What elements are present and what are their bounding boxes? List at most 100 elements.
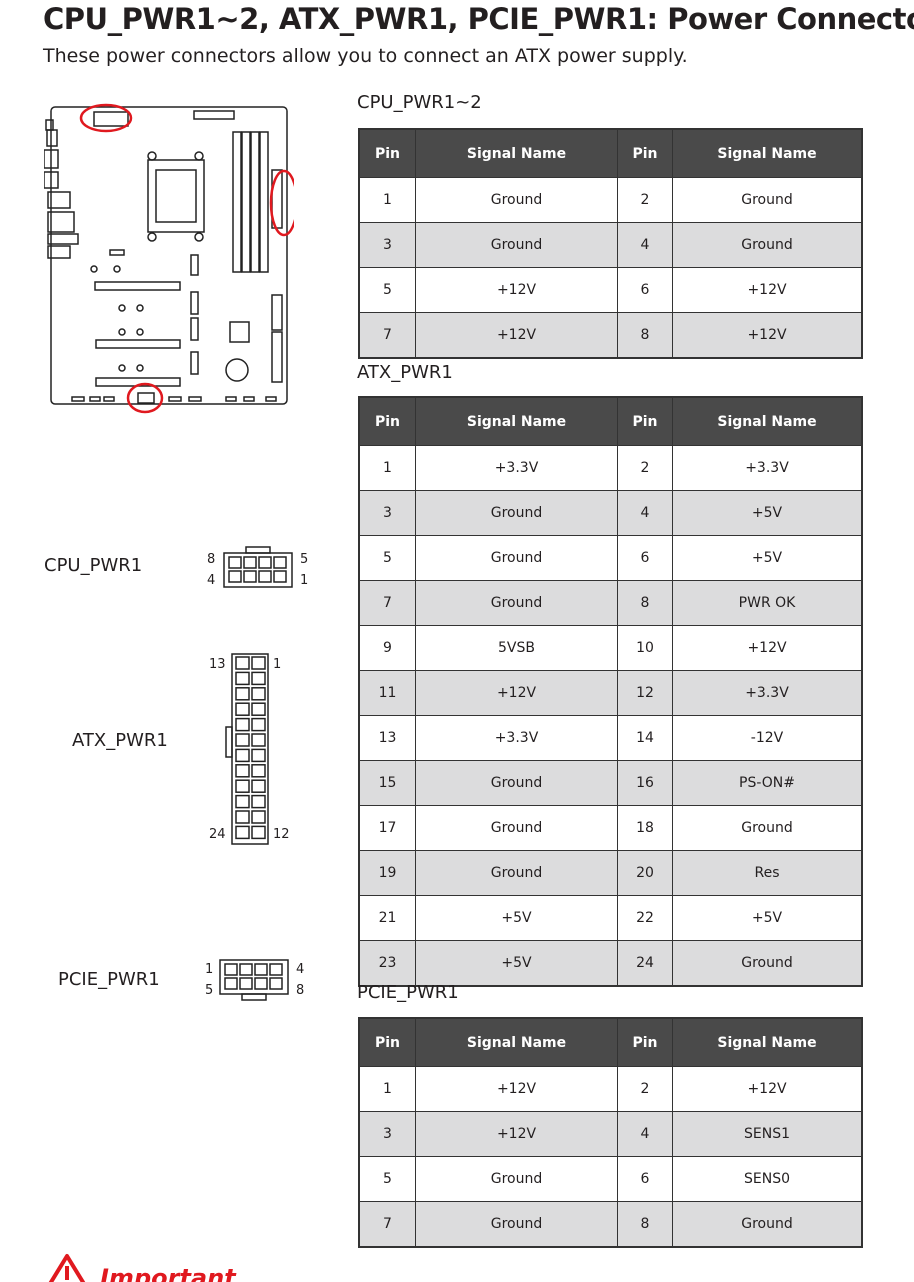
table-cell: +12V (672, 625, 863, 671)
page-title: CPU_PWR1~2, ATX_PWR1, PCIE_PWR1: Power C… (43, 2, 914, 36)
pin-label: 8 (296, 983, 305, 998)
table-cell: +3.3V (415, 715, 618, 761)
column-header: Pin (617, 396, 673, 446)
pcie-pwr1-label: PCIE_PWR1 (58, 969, 160, 990)
table-cell: 3 (358, 222, 416, 268)
table-cell: 5 (358, 267, 416, 313)
table-cell: 24 (617, 940, 673, 987)
cpu-pwr1-label: CPU_PWR1 (44, 555, 143, 576)
column-header: Signal Name (415, 1017, 618, 1067)
pin-icon (251, 702, 266, 716)
pin-icon (235, 656, 250, 670)
table-cell: 5VSB (415, 625, 618, 671)
pin-icon (235, 779, 250, 793)
table-cell: 21 (358, 895, 416, 941)
table-cell: 4 (617, 490, 673, 536)
table-cell: 7 (358, 1201, 416, 1248)
table-cell: 2 (617, 445, 673, 491)
pin-label: 12 (273, 827, 290, 842)
table-cell: 10 (617, 625, 673, 671)
table-cell: Ground (672, 1201, 863, 1248)
table-cell: 3 (358, 490, 416, 536)
table-cell: 15 (358, 760, 416, 806)
table-cell: 8 (617, 312, 673, 359)
pin-icon (235, 717, 250, 732)
pin-icon (235, 733, 250, 747)
pin-label: 1 (273, 657, 282, 672)
pin-icon (235, 671, 250, 686)
table-cell: 11 (358, 670, 416, 716)
pcie-pwr1-connector-icon (219, 959, 289, 1001)
pin-icon (251, 656, 266, 670)
pin-label: 1 (205, 962, 214, 977)
table-cell: +12V (415, 1111, 618, 1157)
table-cell: Ground (415, 760, 618, 806)
pin-icon (251, 733, 266, 747)
column-header: Signal Name (672, 1017, 863, 1067)
pin-label: 1 (300, 573, 309, 588)
column-header: Signal Name (672, 396, 863, 446)
table-cell: PWR OK (672, 580, 863, 626)
table-cell: 7 (358, 580, 416, 626)
table-cell: 8 (617, 580, 673, 626)
table-cell: Ground (415, 1156, 618, 1202)
cpu-pwr1-connector-icon (223, 546, 293, 588)
table-cell: 7 (358, 312, 416, 359)
table-cell: Ground (672, 222, 863, 268)
table-cell: 2 (617, 177, 673, 223)
motherboard-diagram (44, 103, 294, 414)
table-cell: +12V (415, 1066, 618, 1112)
table-cell: Ground (672, 177, 863, 223)
pin-icon (251, 764, 266, 778)
table-cell: 4 (617, 1111, 673, 1157)
table-cell: 20 (617, 850, 673, 896)
table-cell: +5V (672, 895, 863, 941)
pin-icon (235, 794, 250, 809)
table-cell: 8 (617, 1201, 673, 1248)
column-header: Signal Name (672, 128, 863, 178)
pin-icon (235, 825, 250, 840)
pin-icon (235, 702, 250, 716)
pin-icon (235, 748, 250, 763)
column-header: Signal Name (415, 396, 618, 446)
section-title-atx: ATX_PWR1 (357, 362, 453, 383)
table-cell: Ground (415, 580, 618, 626)
table-cell: 18 (617, 805, 673, 851)
table-cell: 1 (358, 445, 416, 491)
section-title-pcie: PCIE_PWR1 (357, 982, 459, 1003)
table-cell: 16 (617, 760, 673, 806)
pin-icon (235, 764, 250, 778)
atx-pwr1-label: ATX_PWR1 (72, 730, 168, 751)
atx-pwr1-connector-icon (225, 653, 269, 845)
table-cell: +5V (415, 895, 618, 941)
table-cell: 14 (617, 715, 673, 761)
warning-icon (48, 1254, 86, 1282)
table-cell: 19 (358, 850, 416, 896)
pin-icon (251, 671, 266, 686)
pin-label: 24 (209, 827, 226, 842)
table-cell: +3.3V (415, 445, 618, 491)
table-cell: Ground (415, 177, 618, 223)
pin-icon (251, 825, 266, 840)
pin-icon (251, 717, 266, 732)
pin-label: 4 (296, 962, 305, 977)
table-cell: Ground (672, 940, 863, 987)
column-header: Pin (358, 396, 416, 446)
column-header: Pin (358, 1017, 416, 1067)
pin-icon (251, 687, 266, 701)
pin-label: 4 (207, 573, 216, 588)
